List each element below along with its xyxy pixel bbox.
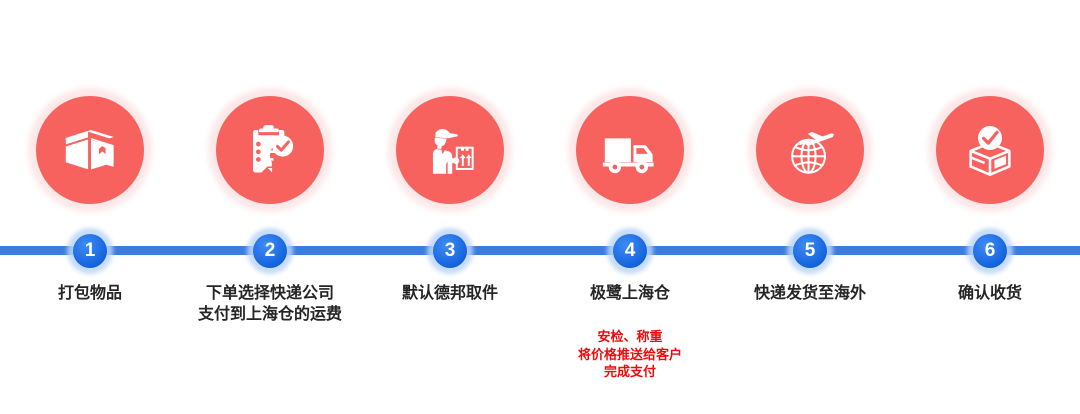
step-number: 6 <box>973 234 1007 268</box>
step-number: 2 <box>253 234 287 268</box>
step-icon-disc <box>396 96 504 204</box>
step-icon-6-container <box>928 88 1052 212</box>
step-icon-disc <box>756 96 864 204</box>
step-item-3[interactable]: 3 默认德邦取件 <box>360 0 540 414</box>
step-item-2[interactable]: 2 下单选择快递公司 支付到上海仓的运费 <box>180 0 360 414</box>
step-icon-3-container <box>388 88 512 212</box>
step-node-6[interactable]: 6 <box>965 226 1015 276</box>
step-item-5[interactable]: 5 快递发货至海外 <box>720 0 900 414</box>
step-number: 1 <box>73 234 107 268</box>
box-checkmark-icon <box>969 125 1011 176</box>
step-label: 下单选择快递公司 支付到上海仓的运费 <box>197 285 342 324</box>
step-label: 默认德邦取件 <box>401 285 498 302</box>
step-icon-5-container <box>748 88 872 212</box>
step-label: 快递发货至海外 <box>753 285 866 302</box>
step-icon-2-container <box>208 88 332 212</box>
courier-with-parcel-icon <box>432 128 474 174</box>
step-node-2[interactable]: 2 <box>245 226 295 276</box>
step-icon-1-container <box>28 88 152 212</box>
step-item-6[interactable]: 6 确认收货 <box>900 0 1080 414</box>
step-icon-4-container <box>568 88 692 212</box>
step-node-5[interactable]: 5 <box>785 226 835 276</box>
clipboard-checklist-check-icon <box>253 125 294 173</box>
step-item-1[interactable]: 1 打包物品 <box>0 0 180 414</box>
delivery-truck-icon <box>602 138 654 174</box>
step-node-4[interactable]: 4 <box>605 226 655 276</box>
step-sublabel: 安检、称重 将价格推送给客户 完成支付 <box>577 329 682 380</box>
step-number: 4 <box>613 234 647 268</box>
airplane-globe-icon <box>791 132 835 174</box>
step-label: 确认收货 <box>957 285 1022 302</box>
step-icon-disc <box>936 96 1044 204</box>
step-node-3[interactable]: 3 <box>425 226 475 276</box>
step-number: 3 <box>433 234 467 268</box>
step-icon-disc <box>216 96 324 204</box>
step-node-1[interactable]: 1 <box>65 226 115 276</box>
step-number: 5 <box>793 234 827 268</box>
timeline-rail <box>0 246 1080 255</box>
step-label: 打包物品 <box>57 285 122 302</box>
step-label: 极鹭上海仓 <box>589 285 670 302</box>
step-icon-disc <box>576 96 684 204</box>
step-item-4[interactable]: 4 极鹭上海仓 安检、称重 将价格推送给客户 完成支付 <box>540 0 720 414</box>
package-box-icon <box>65 129 114 170</box>
step-icon-disc <box>36 96 144 204</box>
